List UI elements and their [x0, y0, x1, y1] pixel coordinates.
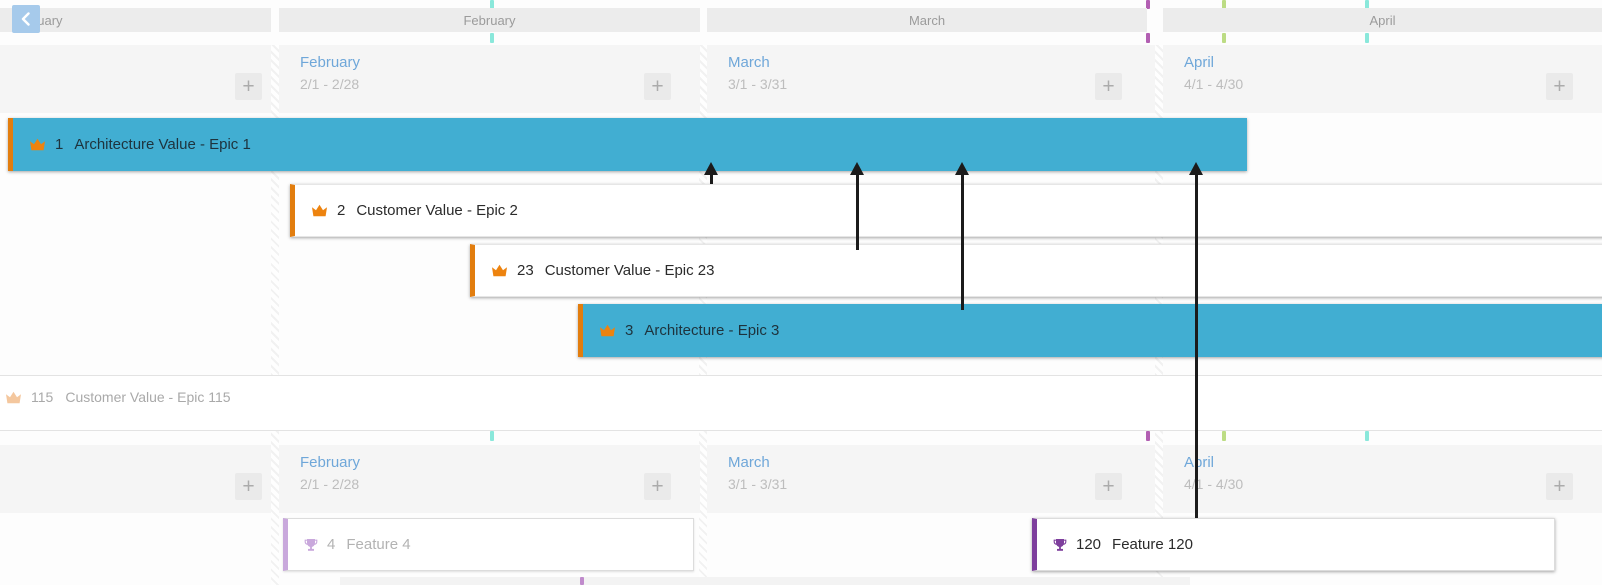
column-gap-hatch: [271, 45, 279, 585]
month-strip-label: February: [463, 12, 516, 28]
month-strip-segment: April: [1163, 8, 1602, 32]
month-card-february: February 2/1 - 2/28 +: [279, 445, 700, 513]
add-item-button[interactable]: +: [1095, 73, 1122, 100]
epic-bar-ghost[interactable]: 115 Customer Value - Epic 115: [5, 383, 231, 411]
work-item-id: 3: [625, 322, 634, 339]
work-item-id: 120: [1076, 536, 1102, 553]
epic-bar[interactable]: 3 Architecture - Epic 3: [578, 304, 1602, 357]
work-item-id: 1: [55, 136, 64, 153]
add-item-button[interactable]: +: [644, 473, 671, 500]
dependency-arrow[interactable]: [704, 162, 718, 184]
arrowhead-up-icon: [955, 162, 969, 175]
milestone-tick: [1365, 33, 1369, 43]
arrowhead-up-icon: [850, 162, 864, 175]
work-item-title: Customer Value - Epic 2: [356, 202, 518, 219]
epic-bar[interactable]: 1 Architecture Value - Epic 1: [8, 118, 1247, 171]
add-item-button[interactable]: +: [1095, 473, 1122, 500]
milestone-tick: [1146, 431, 1150, 441]
add-item-button[interactable]: +: [235, 73, 262, 100]
month-strip-segment: March: [707, 8, 1147, 32]
epic-crown-icon: [311, 204, 328, 217]
milestone-tick: [1146, 0, 1150, 9]
milestone-tick: [1222, 0, 1226, 9]
month-strip-label: April: [1369, 12, 1396, 28]
work-item-id: 115: [31, 389, 54, 405]
work-item-title: Customer Value - Epic 115: [65, 389, 231, 405]
month-strip-segment: nuary: [0, 8, 271, 32]
month-strip-label: March: [908, 12, 946, 28]
month-card-title: March: [728, 454, 770, 471]
feature-bar[interactable]: 120 Feature 120: [1032, 518, 1555, 571]
work-item-title: Architecture Value - Epic 1: [74, 136, 251, 153]
month-card-daterange: 3/1 - 3/31: [728, 76, 788, 92]
milestone-tick: [580, 577, 584, 585]
month-card-april: April 4/1 - 4/30 +: [1163, 445, 1602, 513]
work-item-id: 2: [337, 202, 346, 219]
month-card-daterange: 3/1 - 3/31: [728, 476, 788, 492]
milestone-tick: [1365, 0, 1369, 9]
milestone-tick: [490, 431, 494, 441]
month-card-title: April: [1184, 454, 1215, 471]
arrow-stem: [1194, 173, 1198, 518]
epic-crown-icon: [29, 138, 46, 151]
feature-trophy-icon: [1053, 538, 1067, 552]
dependency-arrow[interactable]: [955, 162, 969, 310]
epic-bar[interactable]: 2 Customer Value - Epic 2: [290, 184, 1602, 237]
epic-bar[interactable]: 23 Customer Value - Epic 23: [470, 244, 1602, 297]
arrow-stem: [709, 173, 713, 184]
add-item-button[interactable]: +: [1546, 73, 1573, 100]
month-card-title: April: [1184, 54, 1215, 71]
arrow-stem: [960, 173, 964, 310]
month-card-january: +: [0, 445, 271, 513]
arrowhead-up-icon: [1189, 162, 1203, 175]
chevron-left-icon: [20, 12, 32, 26]
month-card-march: March 3/1 - 3/31 +: [707, 445, 1155, 513]
arrowhead-up-icon: [704, 162, 718, 175]
work-item-title: Customer Value - Epic 23: [544, 262, 715, 279]
month-card-title: March: [728, 54, 770, 71]
work-item-title: Architecture - Epic 3: [644, 322, 780, 339]
dependency-arrow[interactable]: [850, 162, 864, 250]
add-item-button[interactable]: +: [235, 473, 262, 500]
add-item-button[interactable]: +: [644, 73, 671, 100]
epic-115-row-band: [0, 375, 1602, 431]
month-card-daterange: 2/1 - 2/28: [300, 76, 360, 92]
scroll-back-button[interactable]: [12, 5, 40, 33]
month-card-april: April 4/1 - 4/30 +: [1163, 45, 1602, 113]
work-item-id: 23: [517, 262, 534, 279]
month-card-daterange: 4/1 - 4/30: [1184, 476, 1244, 492]
next-row-strip: [340, 577, 1190, 585]
milestone-tick: [490, 0, 494, 9]
milestone-tick: [1365, 431, 1369, 441]
feature-bar[interactable]: 4 Feature 4: [283, 518, 694, 571]
month-card-february: February 2/1 - 2/28 +: [279, 45, 700, 113]
month-card-march: March 3/1 - 3/31 +: [707, 45, 1155, 113]
epic-crown-icon: [5, 391, 22, 404]
milestone-tick: [1146, 33, 1150, 43]
work-item-id: 4: [327, 536, 336, 553]
month-card-daterange: 2/1 - 2/28: [300, 476, 360, 492]
arrow-stem: [855, 173, 859, 250]
milestone-tick: [490, 33, 494, 43]
month-card-title: February: [300, 54, 361, 71]
add-item-button[interactable]: +: [1546, 473, 1573, 500]
month-card-title: February: [300, 454, 361, 471]
feature-trophy-icon: [304, 538, 318, 552]
epic-crown-icon: [491, 264, 508, 277]
month-strip-segment: February: [279, 8, 700, 32]
milestone-tick: [1222, 431, 1226, 441]
milestone-tick: [1222, 33, 1226, 43]
work-item-title: Feature 120: [1112, 536, 1193, 553]
epic-crown-icon: [599, 324, 616, 337]
work-item-title: Feature 4: [346, 536, 411, 553]
month-card-daterange: 4/1 - 4/30: [1184, 76, 1244, 92]
dependency-arrow[interactable]: [1189, 162, 1203, 518]
month-card-january: +: [0, 45, 271, 113]
